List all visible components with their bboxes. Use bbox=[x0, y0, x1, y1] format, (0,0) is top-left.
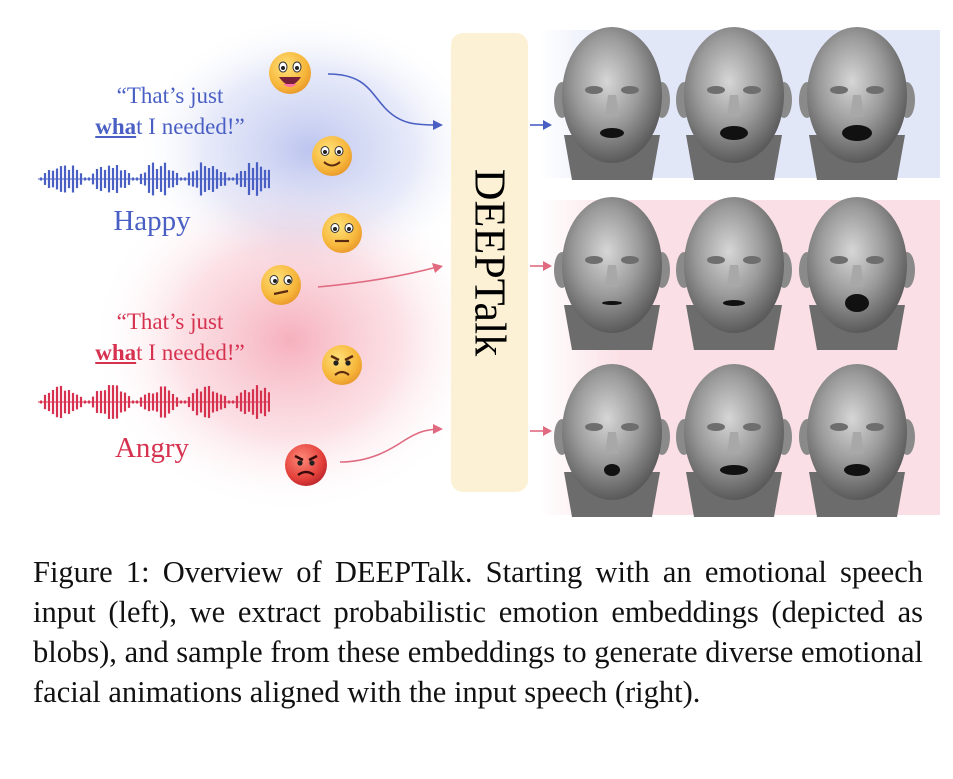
figure-caption: Figure 1: Overview of DEEPTalk. Starting… bbox=[33, 555, 923, 709]
skeptical-face-icon bbox=[261, 265, 301, 305]
happy-input-arrow bbox=[327, 73, 438, 126]
model-name: DEEPTalk bbox=[465, 168, 514, 357]
angry-emotion-blob bbox=[90, 165, 490, 515]
happy-quote-rest: t I needed!” bbox=[136, 114, 245, 139]
angry-quote: “That’s just what I needed!” bbox=[60, 306, 280, 368]
angry-quote-rest: t I needed!” bbox=[136, 340, 245, 365]
face-animation-frame bbox=[676, 197, 792, 350]
figure-graphics bbox=[90, 15, 940, 517]
face-animation-frame bbox=[676, 27, 792, 180]
angry-quote-line1: “That’s just bbox=[116, 309, 224, 334]
angry-input-arrow-2 bbox=[339, 428, 438, 463]
smiling-face-icon bbox=[312, 136, 352, 176]
face-animation-frame bbox=[799, 364, 915, 517]
face-animation-frame bbox=[554, 27, 670, 180]
angry-label: Angry bbox=[114, 432, 190, 464]
happy-quote: “That’s just what I needed!” bbox=[60, 80, 280, 142]
angry-audio-waveform bbox=[38, 385, 270, 419]
happy-emphasis: wha bbox=[95, 114, 137, 139]
face-animation-grid bbox=[554, 27, 915, 517]
happy-audio-waveform bbox=[38, 162, 270, 196]
face-animation-frame bbox=[799, 27, 915, 180]
face-animation-frame bbox=[799, 197, 915, 350]
happy-label: Happy bbox=[113, 205, 191, 237]
angry-emphasis: wha bbox=[95, 340, 137, 365]
face-animation-frame bbox=[554, 197, 670, 350]
model-box bbox=[451, 33, 528, 492]
neutral-face-icon bbox=[322, 213, 362, 253]
grinning-face-icon bbox=[269, 52, 311, 94]
face-animation-frame bbox=[676, 364, 792, 517]
furious-face-icon bbox=[285, 444, 327, 486]
happy-quote-line1: “That’s just bbox=[116, 83, 224, 108]
angry-input-arrow-1 bbox=[317, 266, 438, 288]
face-animation-frame bbox=[554, 364, 670, 517]
happy-quote-line2: what I needed!” bbox=[60, 111, 280, 142]
angry-face-icon bbox=[322, 345, 362, 385]
overview-figure: “That’s just what I needed!” Happy “That… bbox=[38, 15, 940, 517]
angry-quote-line2: what I needed!” bbox=[60, 337, 280, 368]
